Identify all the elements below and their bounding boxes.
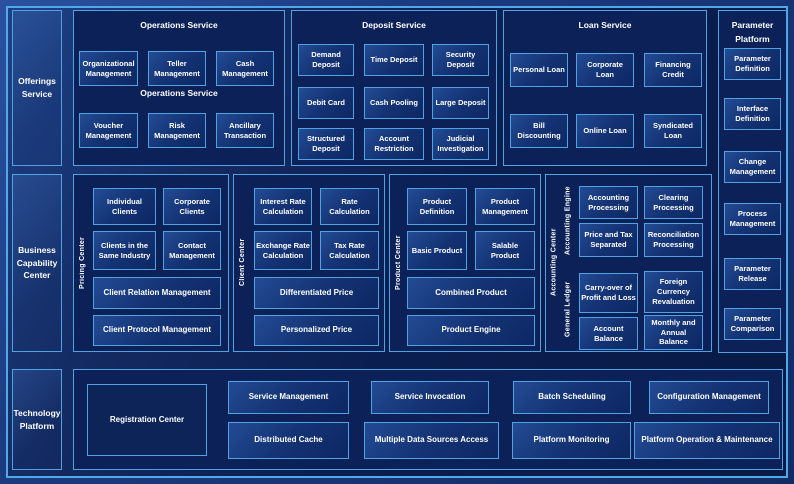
pricing-center-panel: Pricing Center Individual Clients Corpor… <box>73 174 229 352</box>
accounting-engine-vlabel: Accounting Engine <box>564 186 572 256</box>
node-cash-pooling: Cash Pooling <box>364 87 424 119</box>
node-rate-calculation: Rate Calculation <box>320 188 379 225</box>
node-clients-same-industry: Clients in the Same Industry <box>93 231 156 270</box>
loan-service-panel: Loan Service Personal Loan Corporate Loa… <box>503 10 707 166</box>
node-combined-product: Combined Product <box>407 277 535 309</box>
node-price-and-tax-separated: Price and Tax Separated <box>579 223 638 257</box>
technology-platform-label: Technology Platform <box>12 369 62 470</box>
node-personal-loan: Personal Loan <box>510 53 568 87</box>
node-distributed-cache: Distributed Cache <box>228 422 349 459</box>
node-corporate-clients: Corporate Clients <box>163 188 221 225</box>
node-platform-monitoring: Platform Monitoring <box>512 422 631 459</box>
operations-service-title: Operations Service <box>140 20 218 30</box>
node-parameter-definition: Parameter Definition <box>724 48 781 80</box>
node-exchange-rate-calculation: Exchange Rate Calculation <box>254 231 312 270</box>
deposit-service-panel: Deposit Service Demand Deposit Time Depo… <box>291 10 497 166</box>
node-service-invocation: Service Invocation <box>371 381 489 414</box>
node-contact-management: Contact Management <box>163 231 221 270</box>
node-demand-deposit: Demand Deposit <box>298 44 354 76</box>
general-ledger-vlabel: General Ledger <box>564 281 572 337</box>
business-capability-center-label: Business Capability Center <box>12 174 62 352</box>
node-personalized-price: Personalized Price <box>254 315 379 346</box>
client-center-vlabel: Client Center <box>239 238 246 287</box>
node-debit-card: Debit Card <box>298 87 354 119</box>
operations-service-subtitle: Operations Service <box>140 88 218 98</box>
node-interface-definition: Interface Definition <box>724 98 781 130</box>
node-reconciliation-processing: Reconciliation Processing <box>644 223 703 257</box>
node-financing-credit: Financing Credit <box>644 53 702 87</box>
node-client-relation-management: Client Relation Management <box>93 277 221 309</box>
node-accounting-processing: Accounting Processing <box>579 186 638 219</box>
loan-service-title: Loan Service <box>578 20 632 30</box>
node-registration-center: Registration Center <box>87 384 207 456</box>
node-syndicated-loan: Syndicated Loan <box>644 114 702 148</box>
node-product-management: Product Management <box>475 188 535 225</box>
node-process-management: Process Management <box>724 203 781 235</box>
node-product-engine: Product Engine <box>407 315 535 346</box>
product-center-vlabel: Product Center <box>395 235 402 290</box>
node-service-management: Service Management <box>228 381 349 414</box>
accounting-center-panel: Accounting Center Accounting Engine Acco… <box>545 174 712 352</box>
node-multiple-data-sources-access: Multiple Data Sources Access <box>364 422 499 459</box>
node-individual-clients: Individual Clients <box>93 188 156 225</box>
accounting-center-vlabel: Accounting Center <box>550 228 558 297</box>
operations-service-panel: Operations Service Organizational Manage… <box>73 10 285 166</box>
node-voucher-management: Voucher Management <box>79 113 138 148</box>
node-time-deposit: Time Deposit <box>364 44 424 76</box>
node-judicial-investigation: Judicial Investigation <box>432 128 489 160</box>
node-cash-management: Cash Management <box>216 51 274 86</box>
node-change-management: Change Management <box>724 151 781 183</box>
node-interest-rate-calculation: Interest Rate Calculation <box>254 188 312 225</box>
node-basic-product: Basic Product <box>407 231 467 270</box>
node-account-balance: Account Balance <box>579 317 638 350</box>
node-foreign-currency-revaluation: Foreign Currency Revaluation <box>644 271 703 313</box>
node-teller-management: Teller Management <box>148 51 206 86</box>
node-online-loan: Online Loan <box>576 114 634 148</box>
node-parameter-release: Parameter Release <box>724 258 781 290</box>
node-organizational-management: Organizational Management <box>79 51 138 86</box>
node-structured-deposit: Structured Deposit <box>298 128 354 160</box>
node-carry-over-profit-loss: Carry-over of Profit and Loss <box>579 273 638 313</box>
node-security-deposit: Security Deposit <box>432 44 489 76</box>
node-corporate-loan: Corporate Loan <box>576 53 634 87</box>
node-differentiated-price: Differentiated Price <box>254 277 379 309</box>
parameter-platform-panel: Parameter Platform Parameter Definition … <box>718 10 787 353</box>
node-clearing-processing: Clearing Processing <box>644 186 703 219</box>
node-ancillary-transaction: Ancillary Transaction <box>216 113 274 148</box>
node-tax-rate-calculation: Tax Rate Calculation <box>320 231 379 270</box>
node-configuration-management: Configuration Management <box>649 381 769 414</box>
node-monthly-annual-balance: Monthly and Annual Balance <box>644 315 703 350</box>
node-product-definition: Product Definition <box>407 188 467 225</box>
node-large-deposit: Large Deposit <box>432 87 489 119</box>
client-center-panel: Client Center Interest Rate Calculation … <box>233 174 385 352</box>
node-bill-discounting: Bill Discounting <box>510 114 568 148</box>
offerings-service-label: Offerings Service <box>12 10 62 166</box>
parameter-platform-title: Parameter Platform <box>731 20 774 45</box>
node-account-restriction: Account Restriction <box>364 128 424 160</box>
deposit-service-title: Deposit Service <box>362 20 426 30</box>
node-risk-management: Risk Management <box>148 113 206 148</box>
node-client-protocol-management: Client Protocol Management <box>93 315 221 346</box>
node-platform-operation-maintenance: Platform Operation & Maintenance <box>634 422 780 459</box>
node-batch-scheduling: Batch Scheduling <box>513 381 631 414</box>
node-salable-product: Salable Product <box>475 231 535 270</box>
node-parameter-comparison: Parameter Comparison <box>724 308 781 340</box>
product-center-panel: Product Center Product Definition Produc… <box>389 174 541 352</box>
pricing-center-vlabel: Pricing Center <box>79 236 86 289</box>
technology-platform-panel: Registration Center Service Management S… <box>73 369 783 470</box>
